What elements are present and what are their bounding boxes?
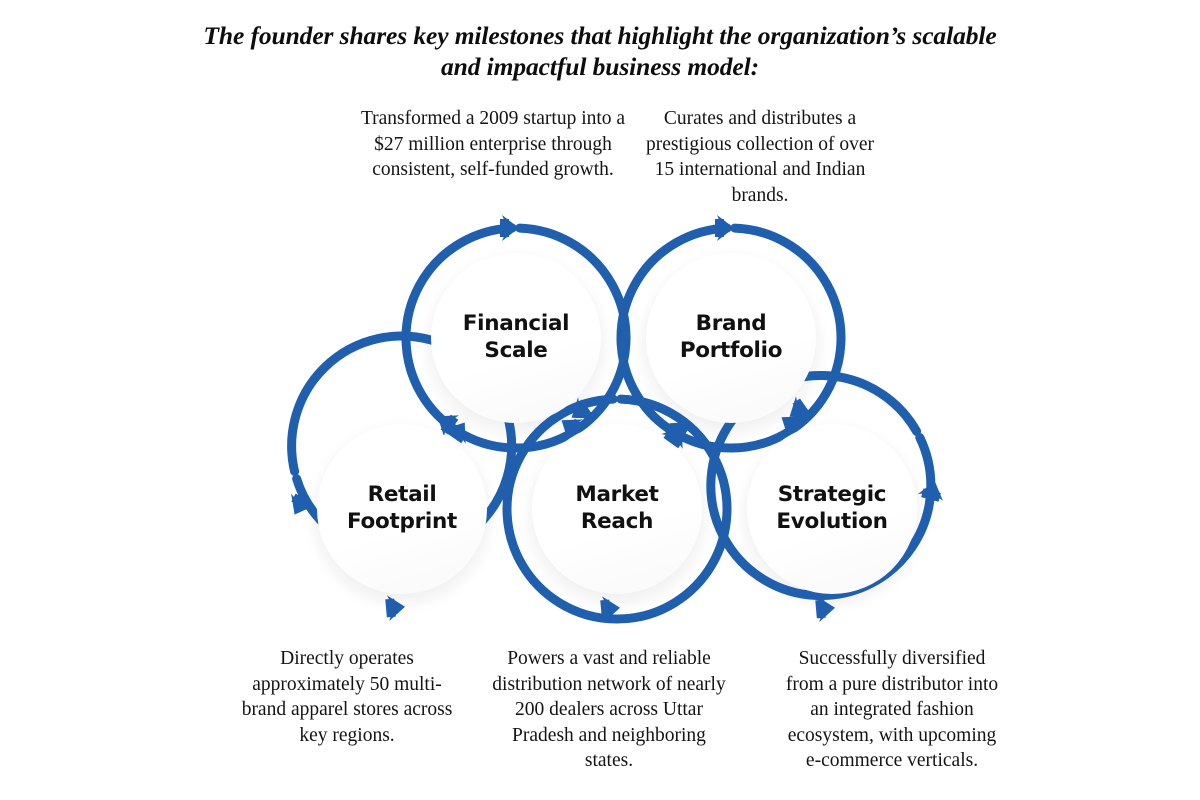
arrowhead-retail-footprint-upper-right (444, 422, 467, 444)
arc-brand-portfolio (616, 223, 846, 453)
arrowhead-market-reach-top-right (661, 427, 684, 449)
arrowhead-brand-portfolio-top (715, 215, 734, 241)
inner-disc-financial-scale[interactable] (431, 253, 601, 423)
inner-disc-market-reach[interactable] (532, 424, 702, 594)
arrowhead-financial-scale-lower-left (437, 414, 459, 437)
arrowhead-retail-footprint-left (291, 493, 315, 515)
arrowhead-strategic-evolution-top-left (781, 415, 803, 438)
arrowhead-market-reach-top-left (561, 418, 583, 441)
callout-retail-footprint: Directly operates approximately 50 multi… (241, 648, 453, 746)
arrowhead-brand-portfolio-lower-right (789, 396, 811, 419)
inner-disc-layer (317, 253, 917, 594)
arrowhead-financial-scale-top (500, 215, 519, 241)
arrowhead-strategic-evolution-bottom (815, 596, 835, 623)
arc-strategic-evolution (706, 371, 936, 600)
inner-disc-retail-footprint[interactable] (317, 424, 487, 594)
arc-market-reach (502, 394, 732, 624)
callout-strategic-evolution: Successfully diversified from a pure dis… (785, 648, 999, 771)
arrowhead-retail-footprint-bottom (385, 595, 405, 622)
callout-financial-scale: Transformed a 2009 startup into a $27 mi… (360, 108, 626, 180)
inner-disc-strategic-evolution[interactable] (747, 424, 917, 594)
callout-market-reach: Powers a vast and reliable distribution … (492, 648, 726, 771)
arrowhead-market-reach-bottom (600, 596, 620, 623)
callout-brand-portfolio: Curates and distributes a prestigious co… (646, 108, 874, 206)
arrowhead-financial-scale-lower-right (571, 397, 593, 420)
page-title: The founder shares key milestones that h… (203, 21, 997, 81)
inner-disc-brand-portfolio[interactable] (646, 253, 816, 423)
